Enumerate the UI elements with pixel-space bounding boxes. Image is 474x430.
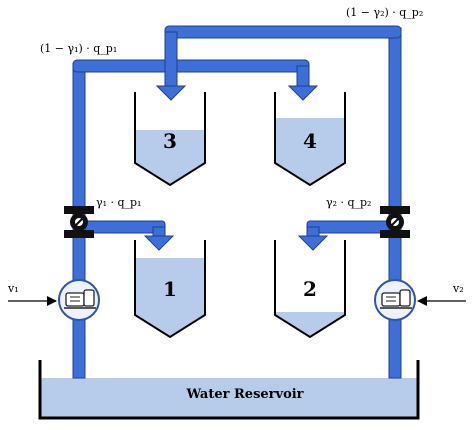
right-top-arrowhead — [155, 85, 187, 101]
water-reservoir: Water Reservoir — [38, 360, 420, 420]
left-top-arrowhead — [287, 85, 319, 101]
tank-1: 1 — [134, 240, 206, 339]
tank-3-label: 3 — [163, 129, 177, 153]
tank-2-outline — [274, 240, 346, 339]
flow-left-to-tank4-label: (1 − γ₁) · q_p₁ — [40, 42, 117, 55]
left-top-pipe — [72, 59, 310, 73]
left-valve-icon[interactable] — [64, 206, 94, 238]
reservoir-water — [40, 378, 418, 418]
right-riser-pipe — [388, 27, 402, 379]
right-top-pipe — [164, 25, 402, 39]
flow-right-to-tank3-label: (1 − γ₂) · q_p₂ — [346, 6, 423, 19]
tank-1-outline — [134, 240, 206, 339]
left-top-down-pipe — [296, 65, 310, 89]
right-valve-icon[interactable] — [380, 206, 410, 238]
tank-3-outline — [134, 92, 206, 187]
reservoir-wall — [38, 360, 420, 420]
right-pump-icon[interactable] — [374, 279, 416, 321]
left-pipe — [72, 59, 319, 379]
reservoir-title: Water Reservoir — [185, 387, 303, 402]
tank-2-label: 2 — [303, 277, 317, 301]
right-top-down-pipe — [164, 31, 178, 89]
tank-4-outline — [274, 92, 346, 187]
tank-4: 4 — [274, 92, 346, 187]
tank-4-label: 4 — [303, 129, 317, 153]
flow-left-to-tank1-label: γ₁ · q_p₁ — [96, 196, 141, 209]
tank-2: 2 — [274, 240, 346, 339]
right-branch-arrowhead — [297, 235, 329, 251]
tank-1-label: 1 — [163, 277, 177, 301]
tank-3: 3 — [134, 92, 206, 187]
left-branch-arrowhead — [143, 235, 175, 251]
left-pump-icon[interactable] — [58, 279, 100, 321]
right-input-label: v₂ — [452, 282, 464, 295]
left-input-label: v₁ — [7, 282, 19, 295]
flow-right-to-tank2-label: γ₂ · q_p₂ — [326, 196, 371, 209]
